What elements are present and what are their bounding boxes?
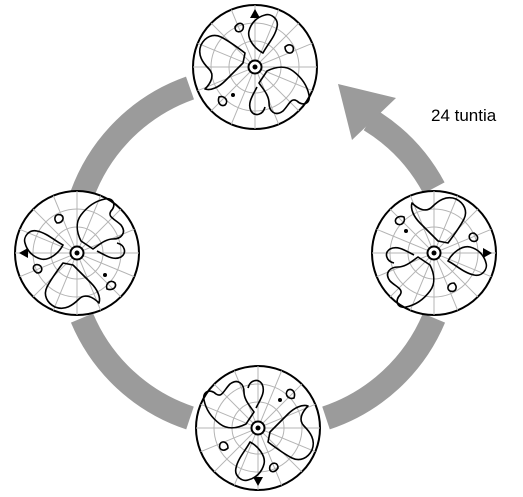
globe-left: [14, 190, 140, 316]
cycle-duration-label: 24 tuntia: [431, 106, 497, 125]
rotation-arc-top-right: [363, 109, 445, 194]
globe-right: [371, 190, 497, 316]
rotation-path: [70, 76, 446, 430]
rotation-arc-bottom-left: [70, 313, 194, 430]
rotation-arc-bottom-right: [322, 313, 446, 430]
globe-bottom: [195, 365, 321, 491]
rotation-arrowhead: [338, 84, 396, 140]
rotation-arc-top-left: [70, 76, 195, 200]
globe-top: [192, 4, 318, 130]
